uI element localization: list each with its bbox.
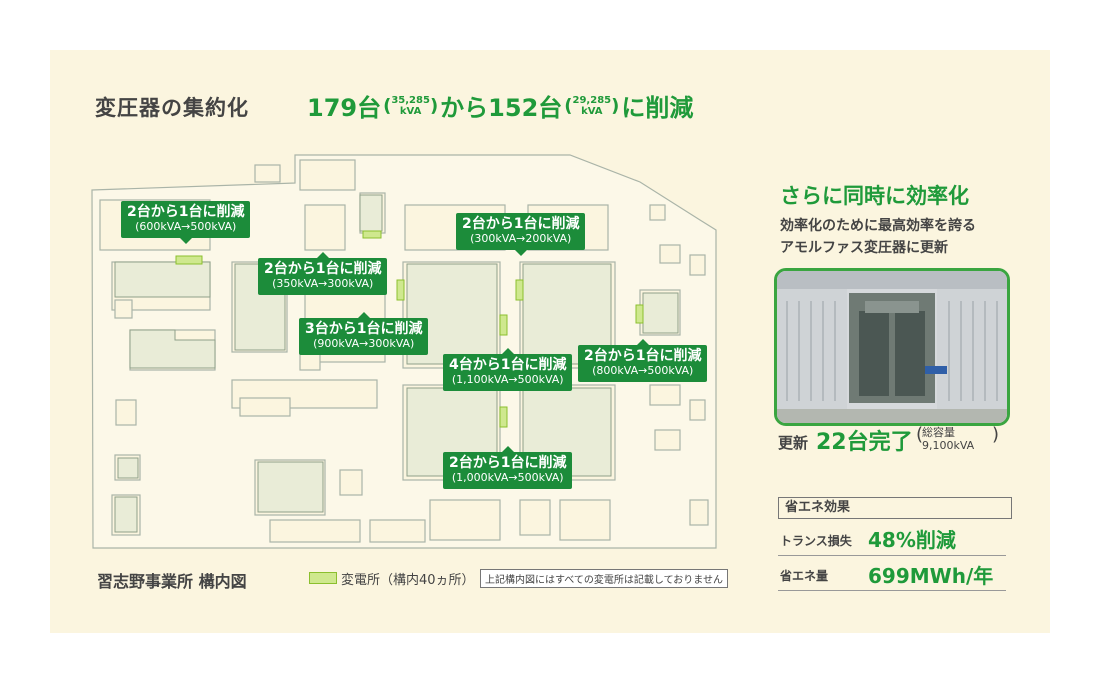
callout-600-500: 2台から1台に削減(600kVA→500kVA) xyxy=(121,201,251,244)
update-label: 更新 xyxy=(778,434,809,452)
callout-350-300: 2台から1台に削減(350kVA→300kVA) xyxy=(258,252,388,295)
callout-1000-500: 2台から1台に削減(1,000kVA→500kVA) xyxy=(443,446,573,489)
effect-divider xyxy=(778,555,1006,556)
loss-value: 48%削減 xyxy=(868,528,956,552)
substation-legend-label: 変電所（構内40ヵ所） xyxy=(341,573,475,588)
substation-legend-swatch xyxy=(309,572,337,584)
callout-800-500: 2台から1台に削減(800kVA→500kVA) xyxy=(578,339,708,382)
side-description: 効率化のために最高効率を誇る アモルファス変圧器に更新 xyxy=(780,218,976,256)
saving-value: 699MWh/年 xyxy=(868,564,994,588)
effect-divider-bottom xyxy=(778,590,1006,591)
title-end: に削減 xyxy=(621,94,694,122)
transformer-photo xyxy=(774,268,1010,426)
map-caption: 習志野事業所 構内図 xyxy=(97,572,247,591)
saving-label: 省エネ量 xyxy=(780,569,829,583)
update-capacity: ( 総容量 9,100kVA ) xyxy=(916,424,1000,453)
loss-label: トランス損失 xyxy=(780,534,852,548)
map-note: 上記構内図にはすべての変電所は記載しておりません xyxy=(480,569,728,588)
callout-1100-500: 4台から1台に削減(1,100kVA→500kVA) xyxy=(443,348,573,391)
callout-300-200: 2台から1台に削減(300kVA→200kVA) xyxy=(456,213,586,256)
callout-900-300: 3台から1台に削減(900kVA→300kVA) xyxy=(299,312,429,355)
before-count: 179台 xyxy=(307,94,382,122)
update-value: 22台完了 xyxy=(816,430,913,455)
side-heading: さらに同時に効率化 xyxy=(780,184,969,208)
page-title: 変圧器の集約化 xyxy=(95,96,249,120)
title-middle: から152台 xyxy=(440,94,563,122)
effect-title: 省エネ効果 xyxy=(778,497,1012,519)
